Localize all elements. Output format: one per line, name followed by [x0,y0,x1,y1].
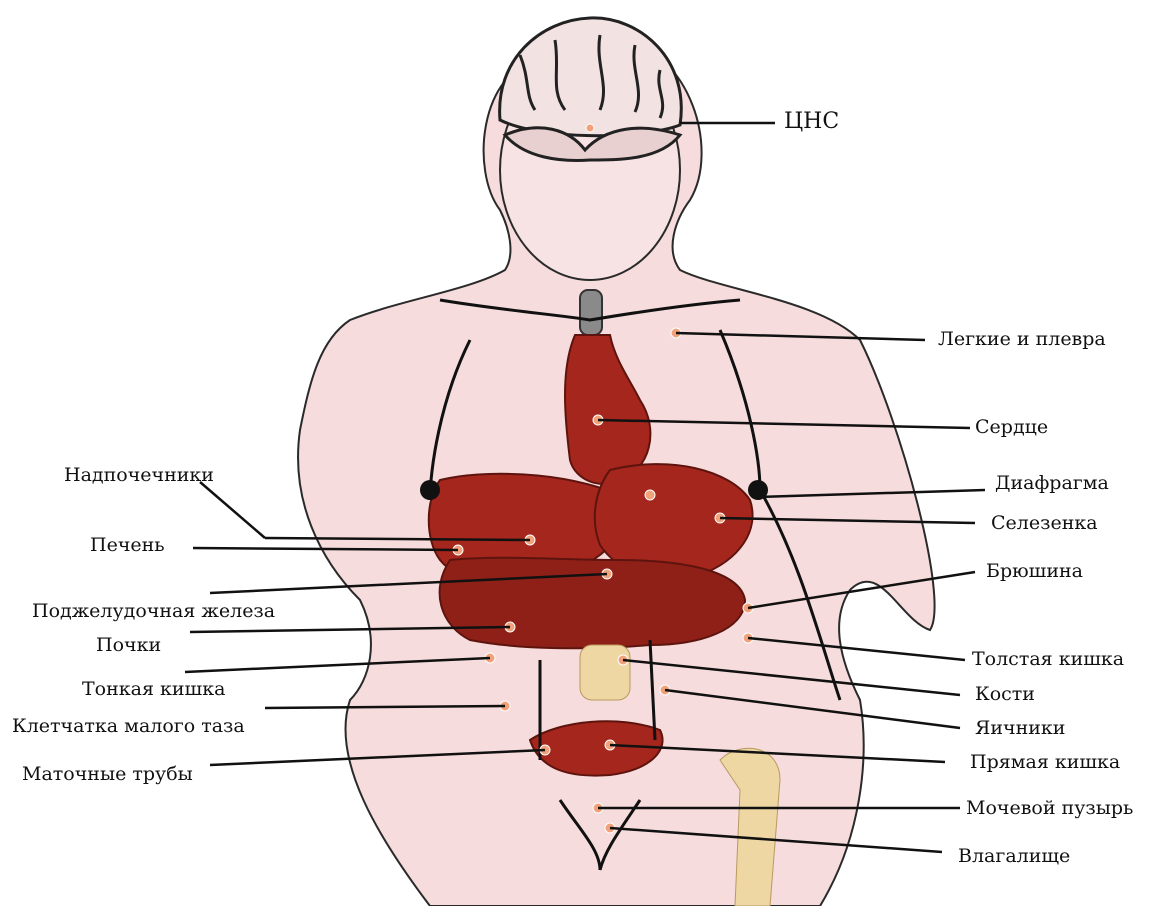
spine [580,645,630,700]
label-heart: Сердце [975,418,1048,437]
marker-diaphragm [645,490,655,500]
label-pancreas: Поджелудочная железа [32,602,275,621]
label-cns: ЦНС [784,111,839,133]
label-small-intestine: Тонкая кишка [82,680,225,699]
label-vagina: Влагалище [958,847,1070,866]
label-bladder: Мочевой пузырь [966,799,1133,818]
label-kidneys: Почки [96,636,161,655]
label-liver: Печень [90,536,165,555]
label-lungs: Легкие и плевра [938,330,1106,349]
leader-adrenals [200,482,265,538]
label-peritoneum: Брюшина [986,562,1083,581]
label-spleen: Селезенка [991,514,1098,533]
trachea [580,290,602,335]
label-fallopian-tubes: Маточные трубы [22,765,193,784]
label-colon: Толстая кишка [972,650,1124,669]
label-adrenals: Надпочечники [64,466,214,485]
adrenal-left [420,480,440,500]
label-diaphragm: Диафрагма [995,474,1109,493]
marker-cns [586,124,594,132]
label-rectum: Прямая кишка [970,753,1120,772]
intestines-organ [440,558,745,649]
label-pelvic-tissue: Клетчатка малого таза [12,717,245,736]
label-ovaries: Яичники [975,719,1065,738]
label-bones: Кости [975,685,1035,704]
